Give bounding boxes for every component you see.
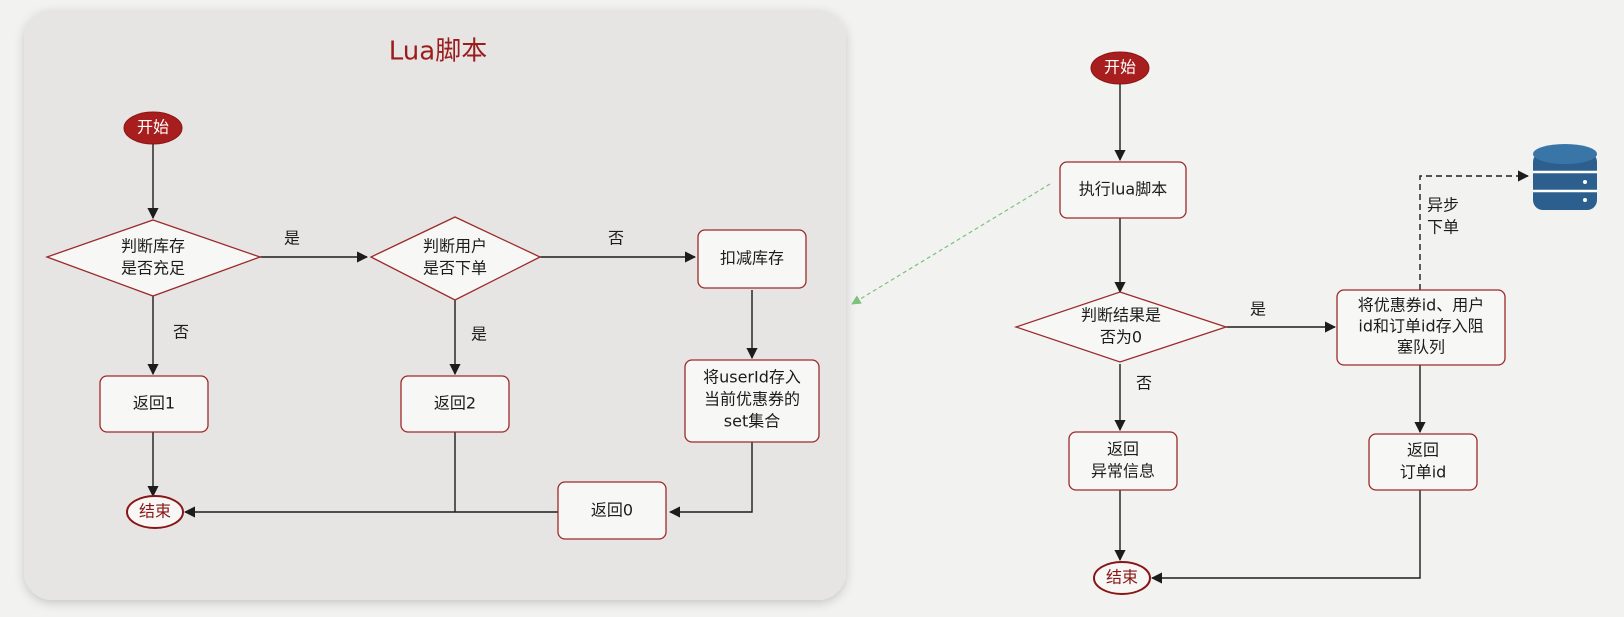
check-user-line1: 判断用户 <box>423 237 487 256</box>
start-label-right: 开始 <box>1104 58 1136 77</box>
label-no-2: 否 <box>608 229 624 248</box>
label-yes-1: 是 <box>284 229 300 248</box>
check-result-diamond: 判断结果是 否为0 <box>1013 291 1229 363</box>
return-error-line1: 返回 <box>1107 440 1139 459</box>
return1-box: 返回1 <box>99 375 209 433</box>
save-user-line1: 将userId存入 <box>703 368 801 387</box>
save-user-line3: set集合 <box>724 412 780 431</box>
end-node-right: 结束 <box>1093 561 1151 595</box>
start-label-left: 开始 <box>137 118 169 137</box>
return0-box: 返回0 <box>557 481 667 540</box>
enqueue-line3: 塞队列 <box>1397 338 1445 357</box>
label-async-line2: 下单 <box>1427 218 1459 237</box>
enqueue-line2: id和订单id存入阻 <box>1358 317 1483 336</box>
panel-title: Lua脚本 <box>389 37 487 67</box>
check-stock-line2: 是否充足 <box>121 259 185 278</box>
exec-lua-label: 执行lua脚本 <box>1079 180 1167 199</box>
check-stock-line1: 判断库存 <box>121 237 185 256</box>
check-user-line2: 是否下单 <box>423 259 487 278</box>
end-label-right: 结束 <box>1106 568 1138 587</box>
check-result-line1: 判断结果是 <box>1081 306 1161 325</box>
label-no-1: 否 <box>173 323 189 342</box>
edge-async-to-db <box>1419 170 1530 290</box>
lua-script-panel <box>24 10 846 600</box>
save-user-line2: 当前优惠券的 <box>704 390 800 409</box>
deduct-stock-label: 扣减库存 <box>720 249 784 268</box>
return1-label: 返回1 <box>133 394 175 413</box>
label-async-line1: 异步 <box>1427 196 1459 215</box>
exec-lua-box: 执行lua脚本 <box>1059 161 1187 219</box>
deduct-stock-box: 扣减库存 <box>697 229 807 289</box>
label-yes-2: 是 <box>471 325 487 344</box>
start-node-right: 开始 <box>1090 51 1150 85</box>
enqueue-box: 将优惠券id、用户 id和订单id存入阻 塞队列 <box>1336 289 1506 366</box>
lua-reference-connector <box>851 183 1051 305</box>
return-error-line2: 异常信息 <box>1091 462 1155 481</box>
database-icon <box>1533 144 1597 210</box>
return-order-line1: 返回 <box>1407 441 1439 460</box>
return-order-line2: 订单id <box>1400 463 1447 482</box>
edge-save-to-return0 <box>668 442 753 518</box>
return0-label: 返回0 <box>591 501 633 520</box>
return-order-box: 返回 订单id <box>1368 433 1478 491</box>
label-right-yes: 是 <box>1250 300 1266 319</box>
start-node-left: 开始 <box>123 111 183 145</box>
return2-label: 返回2 <box>434 394 476 413</box>
end-label-left: 结束 <box>139 502 171 521</box>
edge-return-to-end <box>1150 490 1421 584</box>
check-user-diamond: 判断用户 是否下单 <box>369 216 542 301</box>
return-error-box: 返回 异常信息 <box>1068 431 1178 491</box>
end-node-left: 结束 <box>126 495 184 529</box>
label-right-no: 否 <box>1136 374 1152 393</box>
check-stock-diamond: 判断库存 是否充足 <box>45 219 262 297</box>
return2-box: 返回2 <box>400 375 510 433</box>
save-user-box: 将userId存入 当前优惠券的 set集合 <box>684 359 820 443</box>
check-result-line2: 否为0 <box>1100 328 1142 347</box>
enqueue-line1: 将优惠券id、用户 <box>1358 296 1485 315</box>
